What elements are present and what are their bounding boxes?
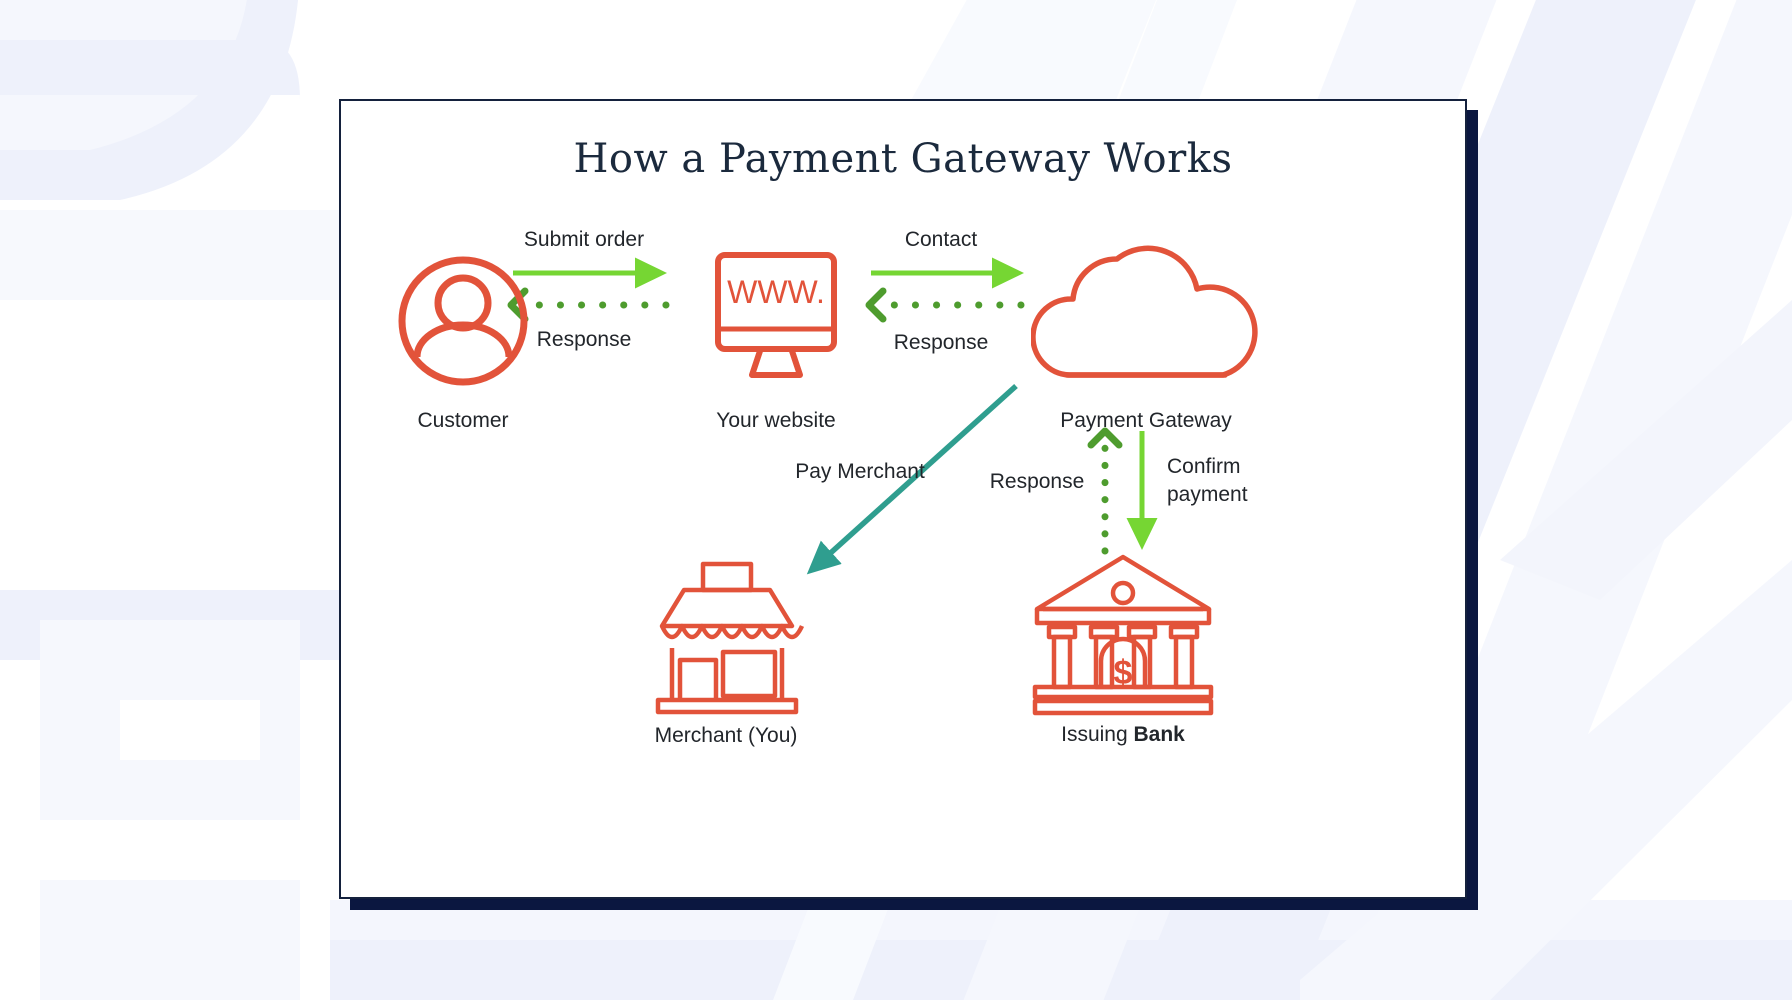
arrow-response-bank [1087, 427, 1123, 555]
monitor-icon: WWW. [715, 252, 837, 378]
cloud-icon [1031, 245, 1258, 378]
user-circle-icon [398, 256, 528, 386]
flow-label-confirm-payment: Confirm payment [1167, 453, 1248, 509]
flow-label-response-bank: Response [989, 470, 1085, 493]
node-label-customer: Customer [417, 409, 509, 432]
diagram-card: How a Payment Gateway Works [339, 99, 1467, 899]
node-label-issuing-bank: Issuing Bank [1061, 723, 1185, 747]
confirm-payment-line-1: Confirm [1167, 455, 1241, 478]
monitor-screen-text: WWW. [727, 274, 825, 310]
flow-label-contact: Contact [904, 228, 978, 251]
bank-icon: $ [1032, 554, 1214, 716]
flow-label-submit-order: Submit order [523, 228, 645, 251]
flow-label-pay-merchant: Pay Merchant [795, 460, 925, 483]
arrow-response-to-website [865, 287, 1025, 323]
node-label-website: Your website [716, 409, 836, 432]
dollar-sign-icon: $ [1114, 654, 1133, 692]
node-merchant[interactable]: Merchant (You) [606, 556, 846, 747]
node-label-payment-gateway: Payment Gateway [1060, 409, 1232, 432]
node-payment-gateway[interactable]: Payment Gateway [1031, 241, 1261, 432]
flow-label-response-right: Response [893, 331, 989, 354]
storefront-icon [655, 561, 805, 715]
diagram-title: How a Payment Gateway Works [573, 136, 1233, 182]
issuing-bank-label-bold: Bank [1133, 723, 1185, 746]
node-issuing-bank[interactable]: $ Issuing Bank [1003, 541, 1243, 746]
arrows-layer [507, 257, 1158, 575]
node-label-merchant: Merchant (You) [654, 724, 798, 747]
flow-label-response-left: Response [536, 328, 632, 351]
confirm-payment-line-2: payment [1167, 482, 1248, 506]
node-customer[interactable]: Customer [373, 241, 553, 432]
issuing-bank-label-plain: Issuing [1061, 723, 1134, 746]
node-website[interactable]: WWW. Your website [686, 241, 866, 432]
